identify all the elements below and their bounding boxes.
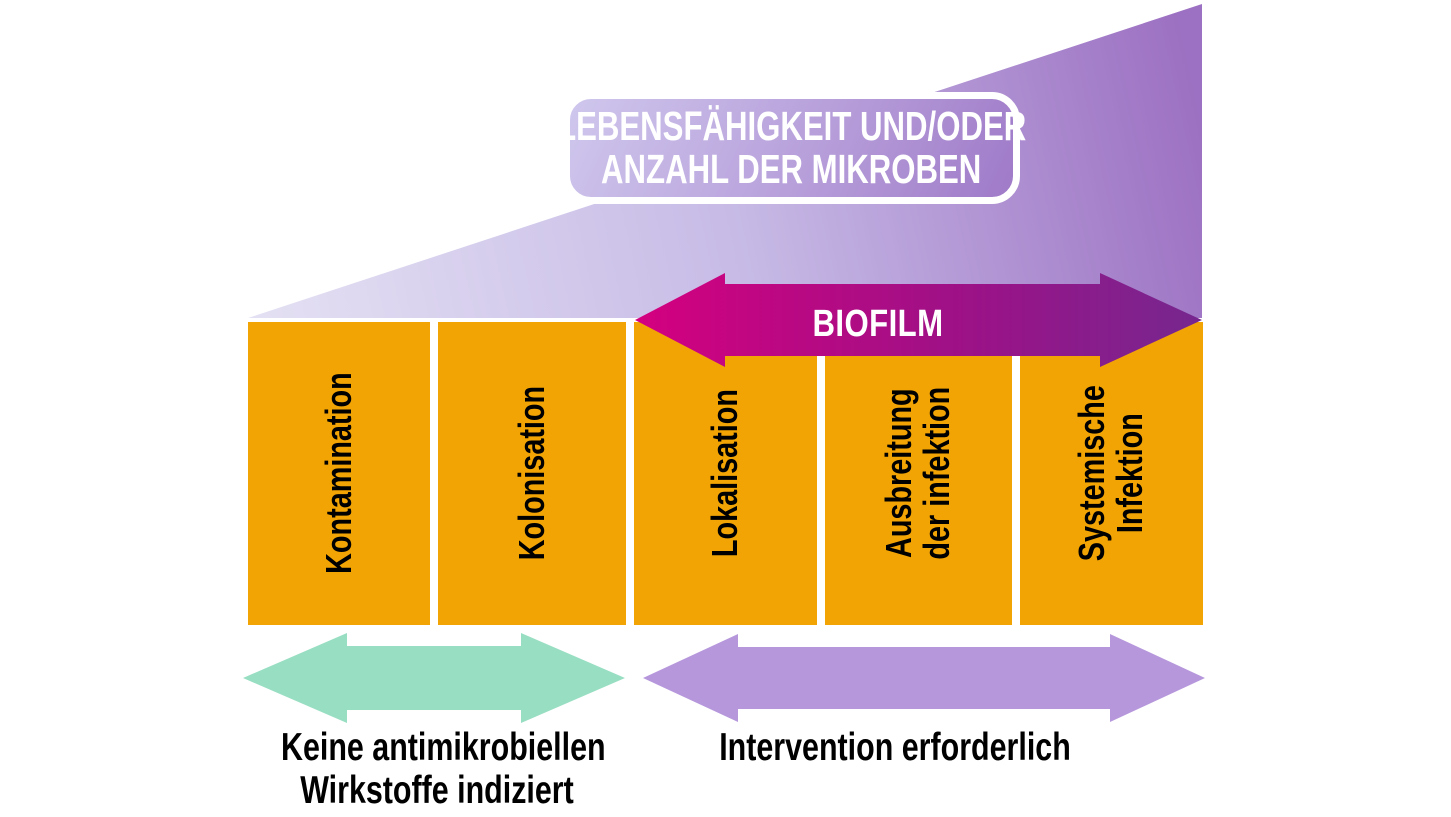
no-antimicrobial-caption-line1: Keine antimikrobiellen — [281, 726, 606, 769]
biofilm-double-arrow-shape — [635, 273, 1202, 367]
stage-bar-systemische-infektion: Systemische Infektion — [1020, 322, 1203, 625]
stage-bar-ausbreitung: Ausbreitung der infektion — [825, 322, 1012, 625]
intervention-double-arrow-shape — [643, 634, 1205, 722]
viability-title-line2: ANZAHL DER MIKROBEN — [601, 146, 982, 192]
intervention-caption-line1: Intervention erforderlich — [719, 726, 1071, 769]
no-antimicrobial-caption-line2: Wirkstoffe indiziert — [300, 768, 574, 812]
no-antimicrobial-caption: Keine antimikrobiellen Wirkstoffe indizi… — [237, 726, 637, 813]
viability-title-box: LEBENSFÄHIGKEIT UND/ODER ANZAHL DER MIKR… — [557, 92, 1026, 204]
no-antimicrobial-double-arrow-shape — [243, 633, 625, 723]
viability-title-line1: LEBENSFÄHIGKEIT UND/ODER — [556, 103, 1027, 150]
stage-bar-kontamination: Kontamination — [248, 322, 430, 625]
stage-bar-kolonisation: Kolonisation — [438, 322, 626, 625]
intervention-caption: Intervention erforderlich — [640, 726, 1150, 770]
biofilm-label: BIOFILM — [812, 303, 944, 345]
stage-bar-lokalisation: Lokalisation — [634, 322, 817, 625]
